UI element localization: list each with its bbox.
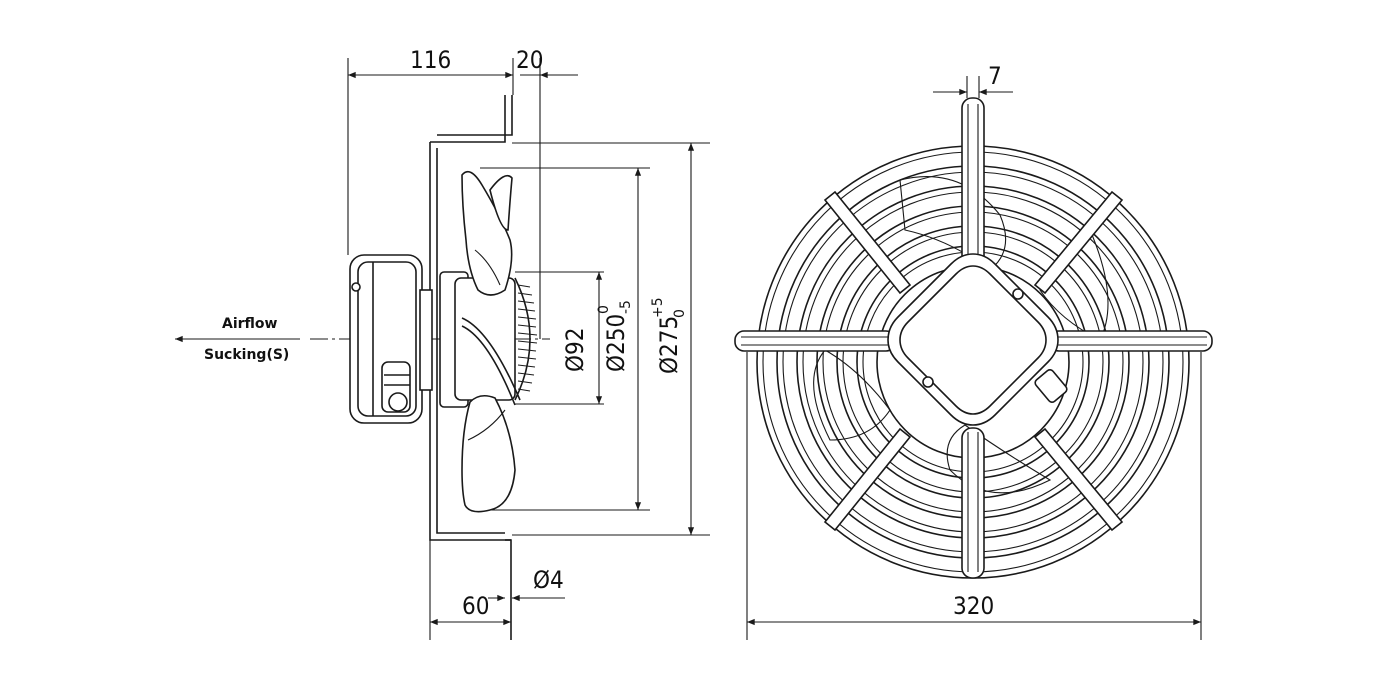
dim-phi250-tol-upper: 0 [596,305,612,314]
sucking-label: Sucking(S) [204,347,289,363]
motor-mount-plate-inner [899,265,1047,415]
blade-upper-edge [474,249,501,286]
dim-60-label: 60 [462,592,489,620]
motor-mount-plate [887,253,1059,426]
terminal-box [1034,369,1068,403]
dim-phi275-label: Ø275 [655,316,683,374]
dim-phi92-label: Ø92 [561,328,589,372]
dim-116-label: 116 [410,46,451,74]
mount-screw-icon [922,376,934,388]
mount-screw-icon [1012,288,1024,300]
guard-horizontal-strut [734,330,1213,352]
dim-20-label: 20 [516,46,543,74]
blade-spoke-2 [461,325,516,406]
guard-profile-upper [430,95,506,143]
screw-icon [351,282,361,292]
dim-320-label: 320 [953,592,994,620]
guard-profile-upper-inner [437,95,513,136]
blade-spoke-1 [461,317,521,401]
guard-profile-inner [436,148,505,534]
dim-phi275-tol-lower: 0 [672,309,688,318]
blade-lower-edge [467,409,506,441]
motor-neck [419,289,433,391]
dim-phi250-label: Ø250 [602,314,630,372]
cable-gland-nut [388,392,408,412]
front-view: 7 320 [734,62,1213,640]
dim-phi250-tol-lower: -5 [618,300,634,314]
airflow-label: Airflow [222,316,278,332]
rotor-hub [454,277,516,401]
fan-blade-upper-tip [489,174,513,231]
side-view: Airflow Sucking(S) [175,46,710,640]
dim-phi275-tol-upper: +5 [650,297,666,318]
guard-vertical-strut [961,97,985,579]
fan-blade-upper [461,170,513,296]
hub-fins [514,277,538,401]
guard-diagonal-struts [823,190,1124,532]
fan-blade-lower [461,394,516,513]
dim-phi4-label: Ø4 [533,566,564,594]
dim-7-label: 7 [988,62,1002,90]
